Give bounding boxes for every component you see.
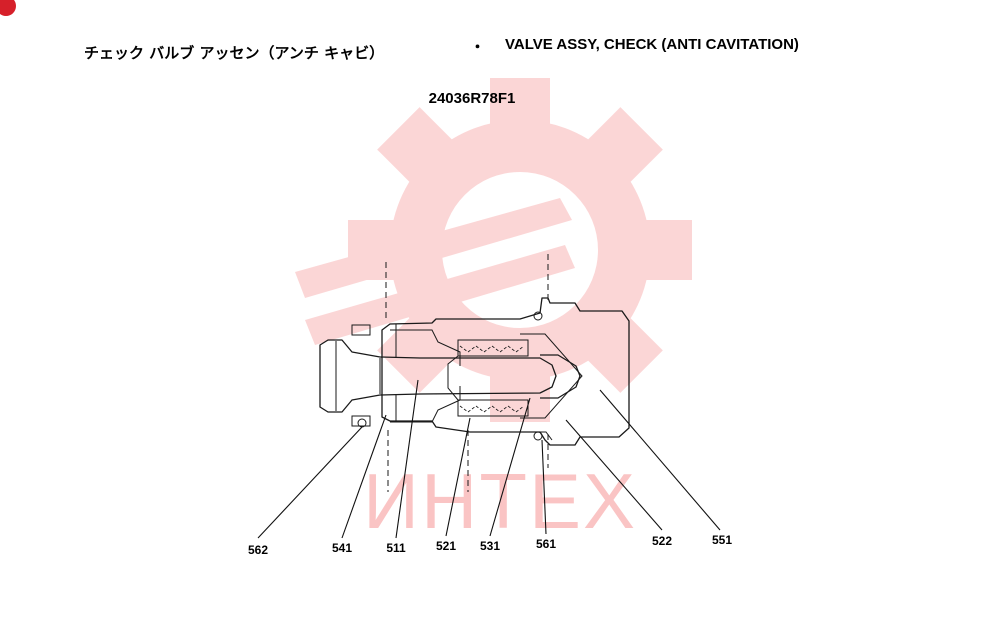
callout-551: 551: [712, 533, 732, 547]
callout-522: 522: [652, 534, 672, 548]
poppet-outline: [319, 339, 557, 413]
callout-531: 531: [480, 539, 500, 553]
spring-outline: [457, 339, 529, 417]
watermark-gear-icon: [295, 78, 692, 422]
title-english: VALVE ASSY, CHECK (ANTI CAVITATION): [505, 36, 799, 53]
part-number: 24036R78F1: [429, 90, 516, 107]
o-ring-561-icon: [533, 431, 543, 441]
title-separator: ・: [470, 39, 485, 56]
callout-541: 541: [332, 541, 352, 555]
callout-561: 561: [536, 537, 556, 551]
callout-leaders: [257, 379, 721, 539]
reference-lines: [385, 254, 549, 492]
callout-labels: 562 541 511 521 531 561 522 551: [248, 533, 732, 557]
corner-badge-icon: [0, 0, 16, 16]
title-japanese: チェック バルブ アッセン（アンチ キャビ）: [84, 44, 384, 62]
watermark-text: ИНТЕХ: [363, 457, 637, 545]
valve-body-outline: [381, 297, 630, 446]
valve-assembly-drawing: [319, 297, 630, 446]
callout-511: 511: [386, 541, 406, 555]
callout-562: 562: [248, 543, 268, 557]
callout-521: 521: [436, 539, 456, 553]
